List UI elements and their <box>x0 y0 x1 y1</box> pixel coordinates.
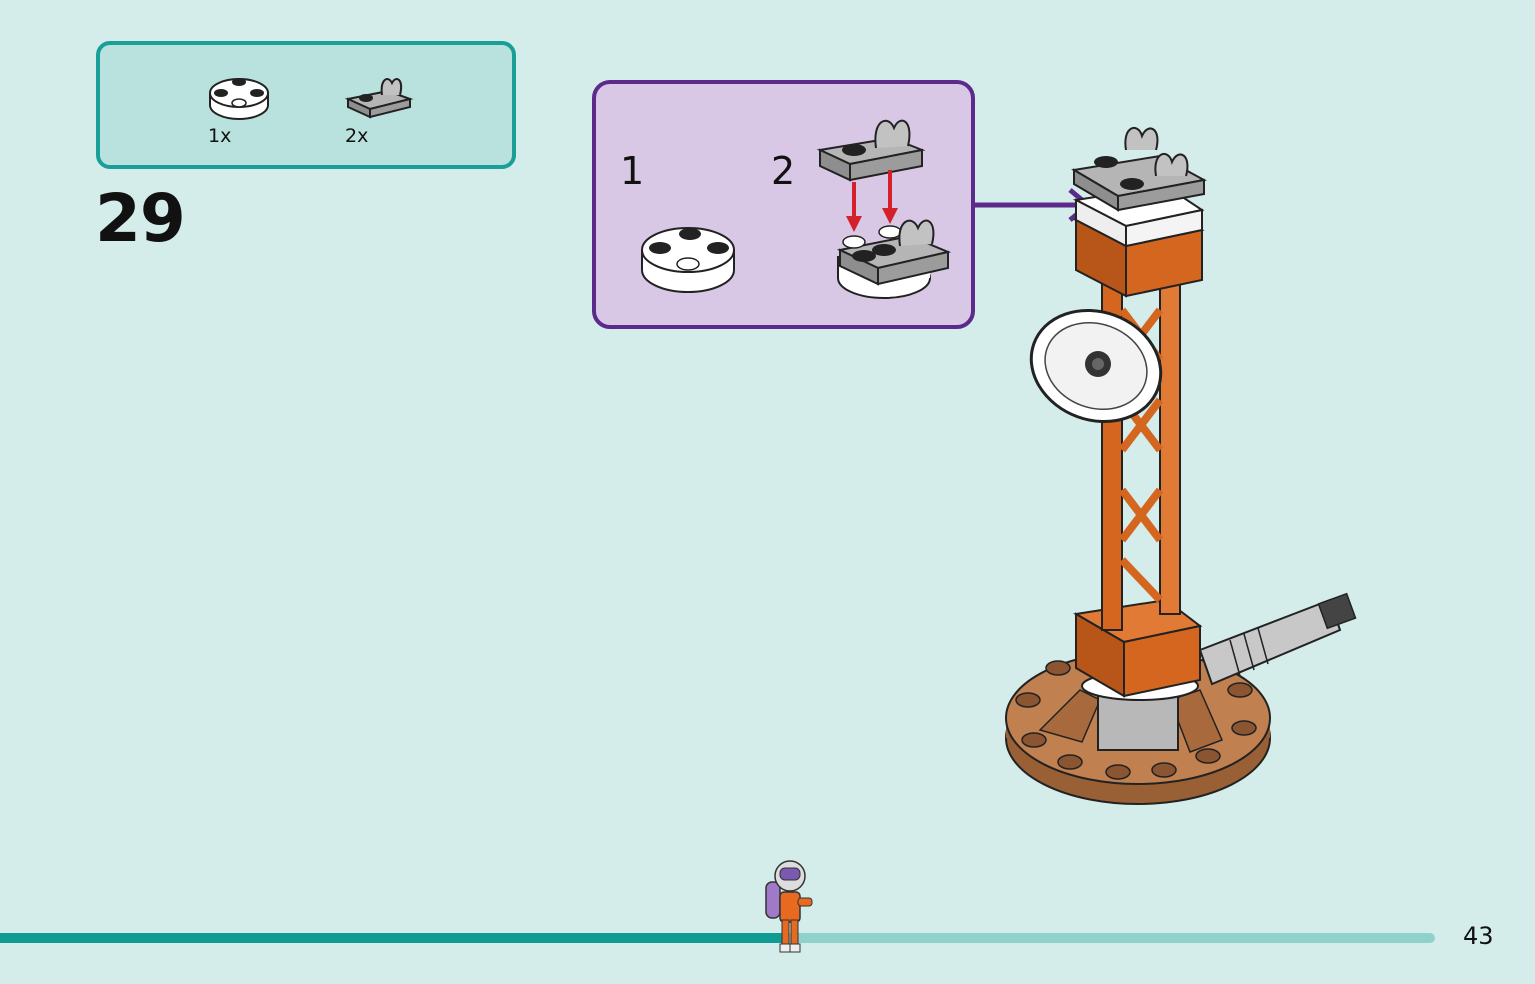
page-progress-bar <box>0 933 1435 943</box>
page-number: 43 <box>1463 922 1494 950</box>
radar-dish <box>1029 308 1163 424</box>
placement-arrows <box>846 170 898 232</box>
tower-lower-block <box>1073 598 1203 701</box>
sub-assembly-box: 1 2 <box>592 80 975 329</box>
part-qty-1: 1x <box>208 125 232 147</box>
tower-top-new-parts <box>1071 126 1207 248</box>
step-number: 29 <box>95 180 186 257</box>
sub-step-1-number: 1 <box>620 149 645 193</box>
astronaut-mascot-icon <box>760 858 820 962</box>
clip-plate-gray-icon <box>344 69 414 121</box>
sub-step-2-clip-plate <box>816 119 926 182</box>
callout-arrow <box>975 188 1092 222</box>
parts-list-box: 1x 2x <box>96 41 516 169</box>
sub-step-1-round-plate <box>641 227 735 293</box>
page-progress-fill <box>0 933 783 943</box>
side-cylinder <box>1198 592 1357 686</box>
sub-step-2-number: 2 <box>771 149 796 193</box>
round-plate-white-icon <box>206 71 272 123</box>
part-qty-2: 2x <box>345 125 369 147</box>
sub-step-2-combined <box>836 219 952 299</box>
sub-assembly-illustration <box>641 119 952 299</box>
